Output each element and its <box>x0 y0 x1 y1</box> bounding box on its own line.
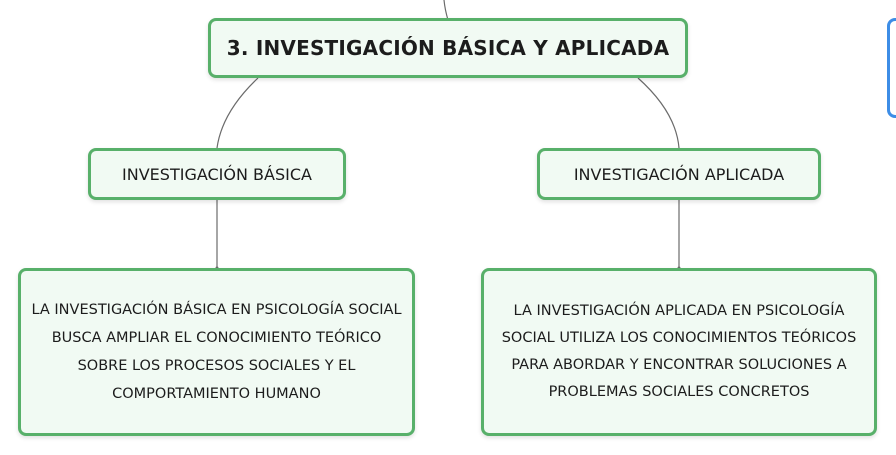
partial-offscreen-node[interactable] <box>887 18 896 118</box>
description-aplicada-node[interactable]: LA INVESTIGACIÓN APLICADA EN PSICOLOGÍA … <box>481 268 877 436</box>
root-topic-node[interactable]: 3. INVESTIGACIÓN BÁSICA Y APLICADA <box>208 18 688 78</box>
description-basica-node[interactable]: LA INVESTIGACIÓN BÁSICA EN PSICOLOGÍA SO… <box>18 268 415 436</box>
description-aplicada-text: LA INVESTIGACIÓN APLICADA EN PSICOLOGÍA … <box>501 303 857 400</box>
description-basica-text: LA INVESTIGACIÓN BÁSICA EN PSICOLOGÍA SO… <box>31 302 402 402</box>
topic-investigacion-basica[interactable]: INVESTIGACIÓN BÁSICA <box>88 148 346 200</box>
root-topic-label: 3. INVESTIGACIÓN BÁSICA Y APLICADA <box>226 36 670 60</box>
topic-label-basica: INVESTIGACIÓN BÁSICA <box>122 164 312 184</box>
topic-investigacion-aplicada[interactable]: INVESTIGACIÓN APLICADA <box>537 148 821 200</box>
connector-parent-to-root <box>443 0 449 21</box>
topic-label-aplicada: INVESTIGACIÓN APLICADA <box>573 164 785 184</box>
connector-root-to-basica <box>216 77 259 149</box>
connector-root-to-aplicada <box>637 77 680 149</box>
